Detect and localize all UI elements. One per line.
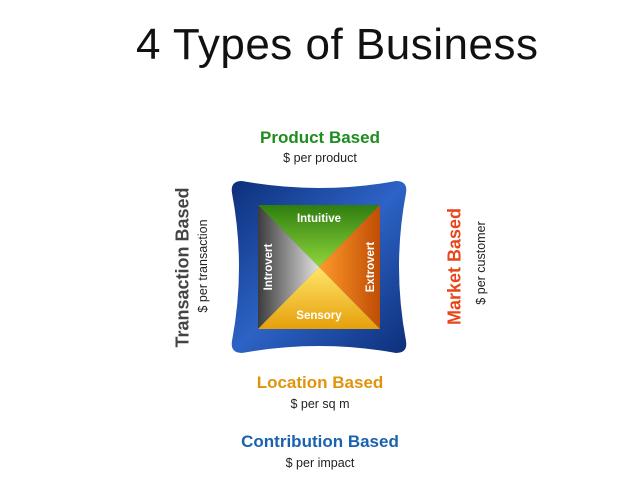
contribution-based-label: Contribution Based: [241, 432, 399, 451]
sensory-quadrant: [258, 267, 380, 329]
product-based-label: Product Based: [260, 128, 380, 147]
market-based-sub: $ per customer: [474, 221, 488, 305]
contribution-based-sub: $ per impact: [285, 456, 355, 470]
transaction-based-sub: $ per transaction: [196, 219, 210, 313]
extrovert-label: Extrovert: [365, 242, 377, 293]
introvert-quadrant: [258, 205, 319, 329]
location-based-label: Location Based: [256, 373, 384, 392]
transaction-based-label: Transaction Based: [172, 187, 193, 348]
intuitive-label: Intuitive: [297, 213, 341, 225]
intuitive-quadrant: [258, 205, 380, 267]
market-based-label: Market Based: [444, 207, 465, 326]
extrovert-quadrant: [319, 205, 380, 329]
location-based-sub: $ per sq m: [290, 397, 350, 411]
product-based-sub: $ per product: [283, 151, 357, 165]
sensory-label: Sensory: [296, 310, 342, 322]
page-title: 4 Types of Business: [136, 20, 539, 69]
introvert-label: Introvert: [263, 244, 275, 291]
personality-quadrant-diagram: Intuitive Sensory Introvert Extrovert: [231, 181, 407, 353]
